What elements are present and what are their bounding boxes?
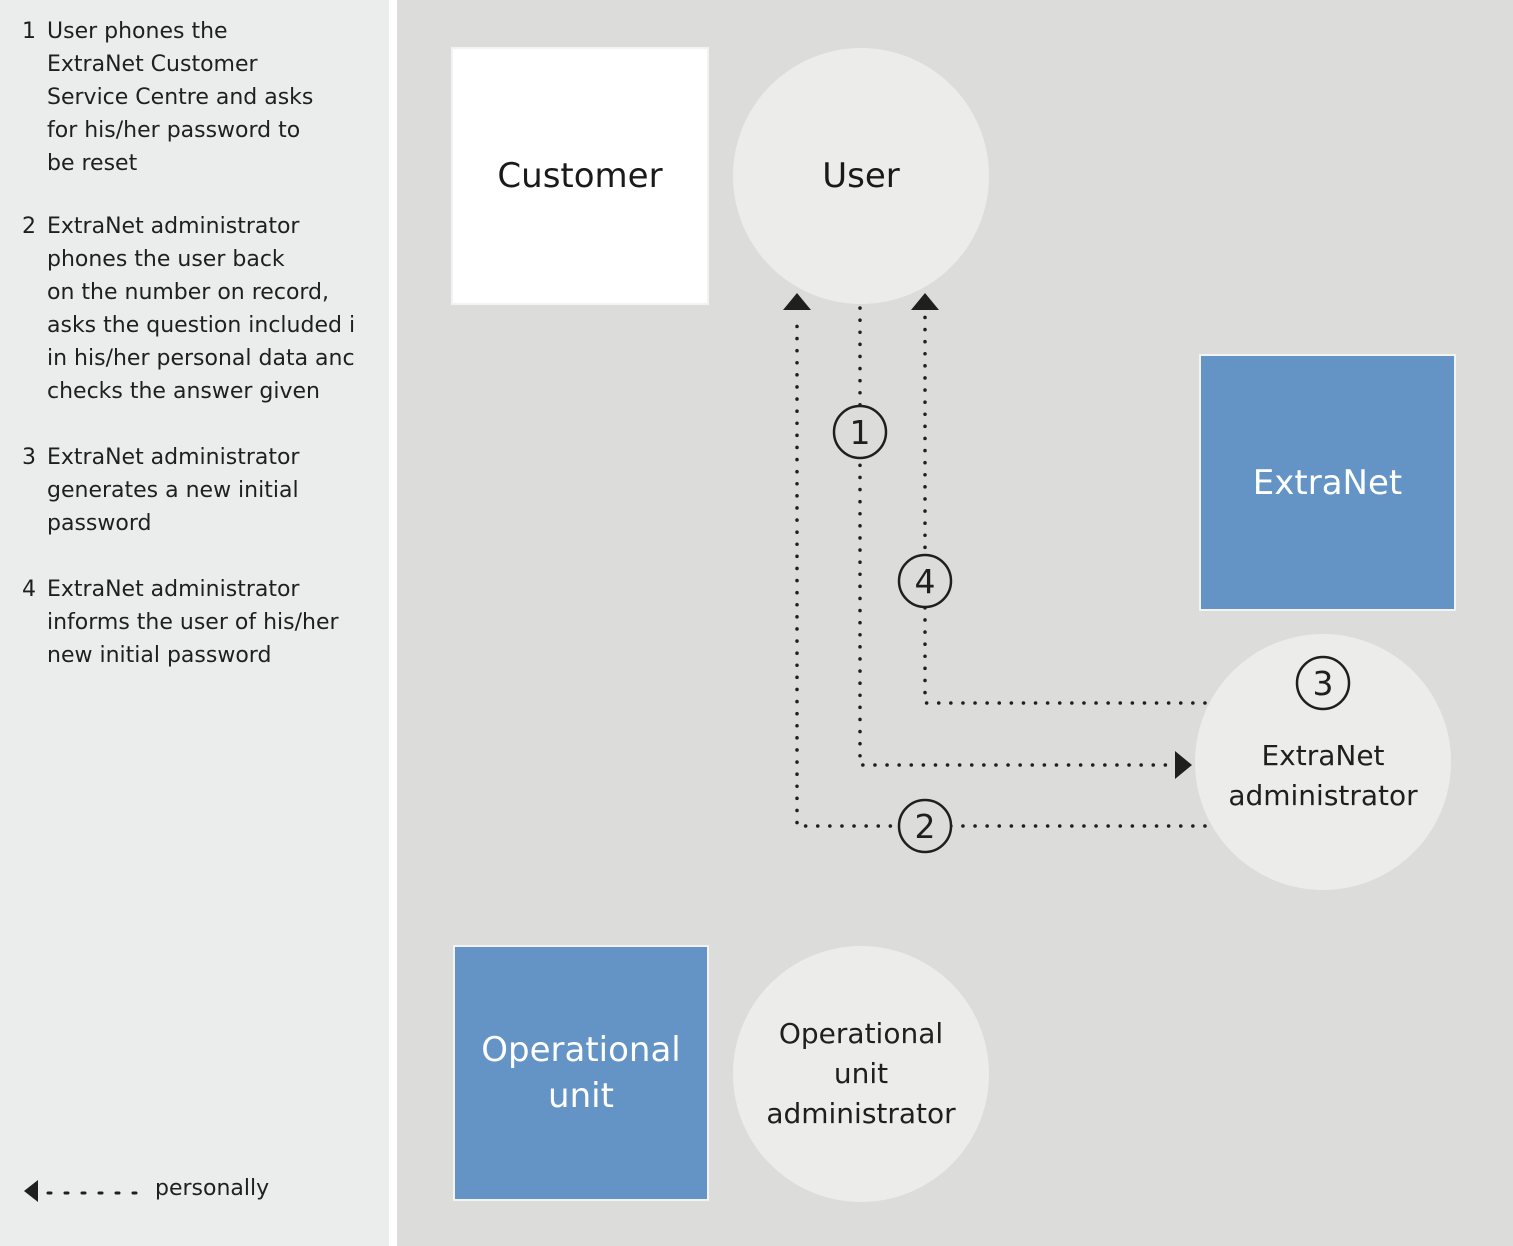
step-number: 3 [22,445,36,470]
customer-label: Customer [497,156,663,196]
extranet-box: ExtraNet [1199,354,1456,611]
step-line: for his/her password to [47,118,301,143]
operational-unit-admin-circle: Operational unit administrator [733,946,989,1202]
label-line: Operational [778,1017,944,1050]
step-line: on the number on record, [47,280,330,305]
step-text: ExtraNet administrator generates a new i… [47,441,382,540]
edge-step-4 [923,313,1207,705]
step-line: ExtraNet administrator [47,445,300,470]
operational-unit-box: Operational unit [453,945,709,1201]
process-diagram: Customer User ExtraNet ExtraNet administ… [397,0,1513,1246]
step-marker-3: 3 [1295,655,1351,711]
step-line: Service Centre and asks [47,85,314,110]
dotted-arrow-icon [24,1180,149,1202]
legend-panel: 1 User phones the ExtraNet Customer Serv… [0,0,389,1246]
user-circle: User [733,48,989,304]
step-line: new initial password [47,643,272,668]
step-line: ExtraNet administrator [47,214,300,239]
edge-step-2 [795,313,1207,828]
label-line: administrator [766,1097,956,1130]
svg-text:2: 2 [915,807,936,846]
operational-unit-label: Operational unit [481,1027,680,1119]
arrowhead-step-4 [911,293,939,310]
customer-box: Customer [451,47,709,305]
step-text: User phones the ExtraNet Customer Servic… [47,15,382,180]
arrowhead-step-2 [783,293,811,310]
label-line: Operational [481,1030,681,1070]
label-line: ExtraNet [1261,739,1385,772]
step-line: password [47,511,152,536]
step-line: ExtraNet administrator [47,577,300,602]
extranet-label: ExtraNet [1252,462,1403,503]
step-number: 1 [22,19,36,44]
step-marker-4: 4 [897,553,953,609]
step-number: 2 [22,214,36,239]
label-line: unit [548,1076,614,1116]
label-line: unit [833,1057,889,1090]
step-line: phones the user back [47,247,285,272]
step-line: informs the user of his/her [47,610,339,635]
line-legend: personally [22,1170,362,1210]
step-marker-2: 2 [897,798,953,854]
user-label: User [822,156,900,196]
step-marker-1: 1 [832,404,888,460]
label-line: administrator [1228,779,1418,812]
svg-text:3: 3 [1313,664,1334,703]
step-line: ExtraNet Customer [47,52,258,77]
step-line: User phones the [47,19,228,44]
step-line: be reset [47,151,138,176]
step-line: checks the answer given [47,379,320,404]
legend-label: personally [155,1176,270,1201]
svg-text:4: 4 [915,562,936,601]
operational-unit-admin-label: Operational unit administrator [766,1014,955,1134]
step-markers: 1 4 2 3 [832,404,1351,854]
step-line: generates a new initial [47,478,299,503]
step-number: 4 [22,577,36,602]
arrowhead-step-1 [1175,751,1192,779]
svg-text:1: 1 [850,413,871,452]
step-line: in his/her personal data anc [47,346,355,371]
connector-lines [783,293,1207,828]
step-line: asks the question included i [47,313,356,338]
step-text: ExtraNet administrator informs the user … [47,573,382,672]
step-text: ExtraNet administrator phones the user b… [47,210,382,408]
extranet-admin-label: ExtraNet administrator [1228,736,1417,816]
